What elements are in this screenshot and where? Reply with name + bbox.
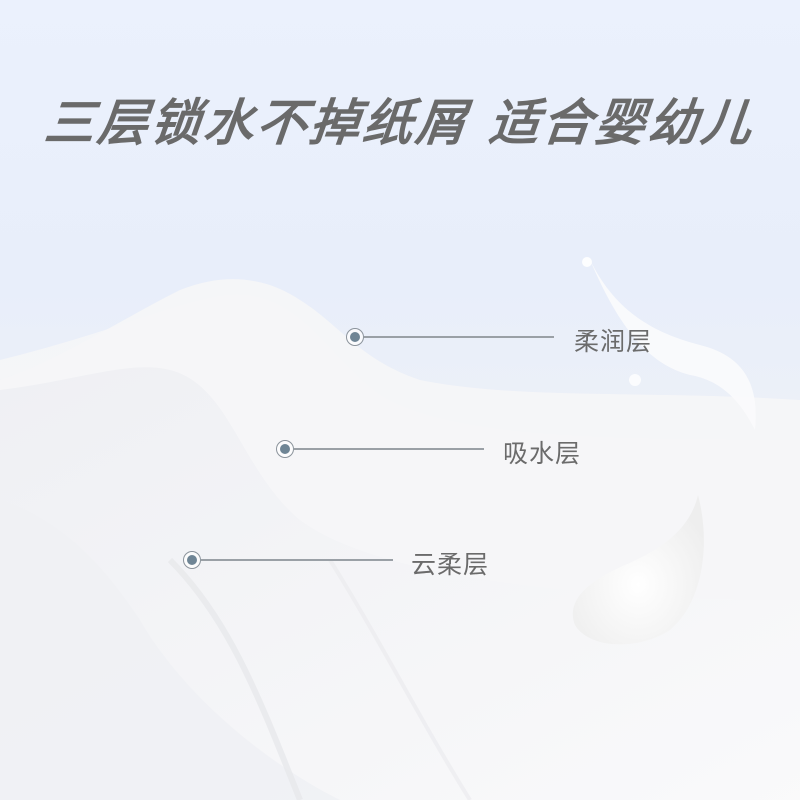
connector-line xyxy=(201,559,393,561)
marker-dot-icon xyxy=(183,551,201,569)
cream-drop-icon xyxy=(572,495,704,645)
layer-marker-soft xyxy=(346,328,554,346)
headline: 三层锁水不掉纸屑 适合婴幼儿 xyxy=(41,94,758,152)
connector-line xyxy=(364,336,554,338)
layer-marker-absorb xyxy=(276,440,484,458)
layer-label-soft: 柔润层 xyxy=(574,327,653,356)
marker-dot-icon xyxy=(346,328,364,346)
marker-dot-icon xyxy=(276,440,294,458)
layer-marker-cloud xyxy=(183,551,393,569)
connector-line xyxy=(294,448,484,450)
layer-label-cloud: 云柔层 xyxy=(411,550,490,579)
layer-label-absorb: 吸水层 xyxy=(503,439,582,468)
